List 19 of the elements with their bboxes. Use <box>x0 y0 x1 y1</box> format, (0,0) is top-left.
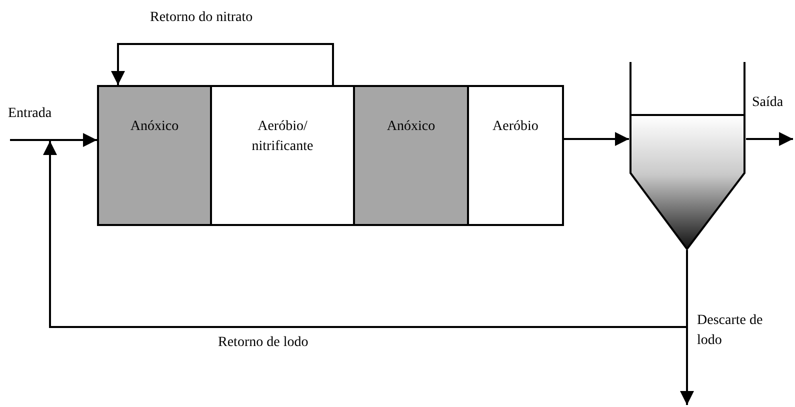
aerobic-zone-box <box>210 85 355 226</box>
edge-label: Retorno do nitrato <box>150 9 253 27</box>
flow-arrow <box>746 132 793 146</box>
edge-label: Entrada <box>8 105 52 123</box>
anoxic-zone-box <box>353 85 469 226</box>
edge-label: Saída <box>752 94 784 112</box>
edge-label: Descarte de lodo <box>697 312 764 350</box>
zone-label: Aeróbio/ nitrificante <box>250 118 314 156</box>
aerobic-zone-box <box>467 85 564 226</box>
flow-arrow <box>111 43 334 85</box>
edge-label: Retorno de lodo <box>218 334 308 352</box>
anoxic-zone-box <box>97 85 212 226</box>
clarifier-tank <box>629 62 746 250</box>
zone-label: Anóxico <box>386 118 436 136</box>
flow-arrow <box>10 133 97 147</box>
zone-label: Aeróbio <box>492 118 538 136</box>
zone-label: Anóxico <box>130 118 179 136</box>
flow-arrow <box>43 141 688 328</box>
flow-arrow <box>564 132 629 146</box>
